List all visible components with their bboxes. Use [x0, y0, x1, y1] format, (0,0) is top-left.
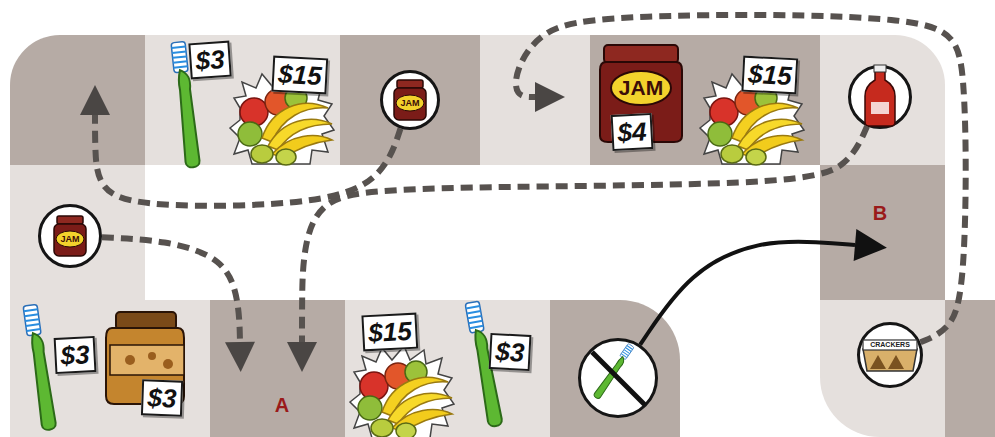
board-square: JAM: [10, 165, 145, 300]
price-tag: $3: [54, 336, 97, 374]
board-square: JAM $4 $15: [590, 35, 820, 165]
board-square: [480, 35, 590, 165]
space-letter: B: [873, 202, 887, 224]
jar-label: JAM: [60, 234, 79, 244]
board-square: [10, 35, 145, 165]
box-label: CRACKERS: [870, 341, 910, 349]
space-letter: A: [275, 394, 289, 416]
price-tag: $15: [271, 56, 328, 95]
board-square: $3 $3: [10, 300, 210, 437]
board-square: [945, 300, 995, 437]
price-tag: $3: [141, 379, 183, 416]
price-tag: $15: [361, 313, 418, 352]
price-tag: $15: [741, 56, 798, 95]
board-square: $15 $3: [345, 300, 550, 437]
board-square: B: [820, 165, 945, 300]
price-tag: $4: [611, 113, 654, 151]
item-circle: [848, 65, 912, 129]
jar-label: JAM: [619, 77, 663, 99]
item-circle: JAM: [380, 70, 440, 130]
board-square: CRACKERS: [820, 300, 945, 437]
board-square: A: [210, 300, 345, 437]
board-square: $3 $15: [145, 35, 340, 165]
item-circle: [578, 338, 658, 418]
price-tag: $3: [489, 333, 532, 371]
jar-label: JAM: [400, 98, 419, 108]
board-square: [820, 35, 945, 165]
board-square: JAM: [340, 35, 480, 165]
board-square: [550, 300, 680, 437]
item-circle: CRACKERS: [857, 322, 923, 388]
price-tag: $3: [188, 41, 231, 80]
item-circle: JAM: [38, 204, 102, 268]
